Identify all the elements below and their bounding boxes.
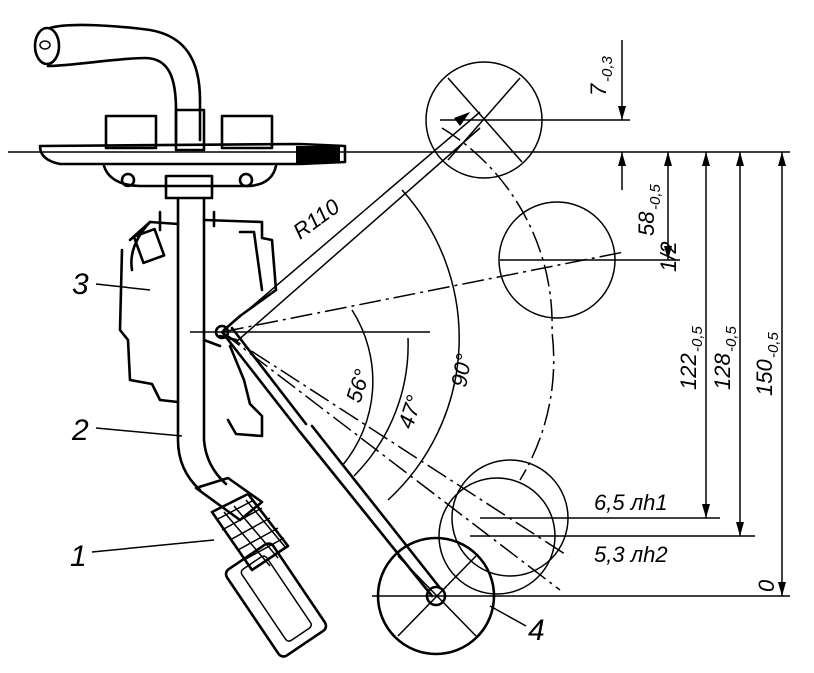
label-part-1: 1 [70, 540, 87, 573]
angle-56-label: 56° [341, 366, 375, 406]
dimension-128-value: 128 [710, 353, 735, 390]
dimension-122: 122 -0,5 [676, 325, 706, 390]
reference-lines [8, 77, 790, 637]
dimension-7: 7 -0,3 [586, 55, 616, 96]
vertical-tube [176, 196, 228, 492]
dimension-122-value: 122 [676, 353, 701, 390]
fuel-filter [194, 476, 328, 658]
angle-arcs [341, 127, 555, 501]
dimension-150: 150 -0,5 [752, 331, 782, 396]
leader-lines [91, 283, 527, 627]
label-part-2: 2 [71, 414, 89, 447]
dimension-150-tolerance: -0,5 [765, 331, 782, 358]
intake-tube [33, 23, 202, 142]
half-level-label: 1/2 [656, 241, 681, 272]
dimension-zero: 0 [754, 579, 779, 592]
label-part-3: 3 [72, 268, 89, 301]
dimension-58: 58 -0,5 [634, 183, 664, 236]
dimension-150-value: 150 [752, 359, 777, 396]
dimension-122-tolerance: -0,5 [689, 325, 706, 352]
dimension-lines [454, 40, 786, 596]
radius-label: R110 [288, 193, 345, 244]
dimension-58-tolerance: -0,5 [647, 183, 664, 210]
dimension-128-tolerance: -0,5 [723, 325, 740, 352]
level-6-5-label: 6,5 лh1 [594, 490, 668, 515]
dimension-7-value: 7 [586, 83, 611, 96]
dimension-7-tolerance: -0,3 [599, 55, 616, 82]
angle-47-label: 47° [393, 392, 427, 432]
angle-90-label: 90° [446, 352, 476, 389]
level-5-3-label: 5,3 лh2 [594, 542, 668, 567]
dimension-128: 128 -0,5 [710, 325, 740, 390]
dimension-58-value: 58 [634, 211, 659, 236]
float-ghost-positions [425, 61, 616, 595]
mounting-flange [38, 108, 347, 200]
label-part-4: 4 [528, 614, 545, 647]
sensor-body [118, 210, 278, 438]
